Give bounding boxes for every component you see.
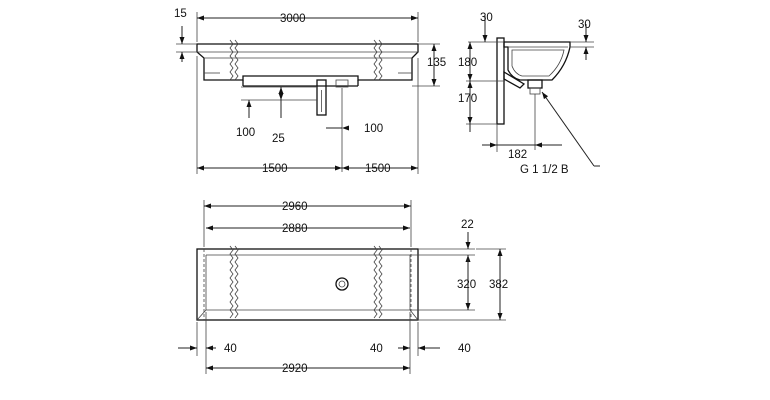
dim-outlet-offset: 100 — [364, 123, 383, 135]
dim-top-rim-left: 30 — [480, 12, 493, 24]
dim-bottom-width: 2920 — [282, 363, 308, 375]
side-trough — [503, 41, 571, 81]
break-line — [373, 245, 378, 319]
dim-top-rim-right: 30 — [578, 19, 591, 31]
dim-outlet-thread: G 1 1/2 B — [520, 164, 569, 176]
dim-rim-height: 15 — [174, 8, 187, 20]
plan-view: 2960 2880 22 320 382 40 4 — [178, 200, 508, 375]
plan-inner-rim — [196, 254, 419, 321]
dim-far-right: 40 — [458, 343, 471, 355]
break-line — [229, 39, 234, 81]
side-view: 30 30 180 170 182 G 1 1/2 B — [458, 12, 600, 176]
dim-outer-width: 2960 — [282, 201, 308, 213]
break-line — [378, 39, 383, 81]
dim-bracket-width: 25 — [272, 133, 285, 145]
side-outlet — [527, 79, 543, 89]
side-bracket — [503, 70, 526, 89]
front-trough-outline — [196, 43, 419, 81]
break-line — [378, 245, 383, 319]
dim-depth: 135 — [427, 57, 446, 69]
plan-trough-outline — [196, 248, 419, 321]
outlet — [335, 79, 349, 88]
dim-half-left: 1500 — [262, 163, 288, 175]
front-view: 3000 15 135 100 25 100 1500 1500 — [174, 8, 446, 175]
dim-left-end: 40 — [224, 343, 237, 355]
wall-bracket — [316, 79, 327, 116]
dim-half-right: 1500 — [365, 163, 391, 175]
dim-overall-width: 3000 — [280, 13, 306, 25]
dim-right-end: 40 — [370, 343, 383, 355]
dim-inner-depth: 320 — [457, 279, 476, 291]
dim-outlet-distance: 182 — [508, 149, 527, 161]
dim-outer-depth: 382 — [489, 279, 508, 291]
dim-lower-height: 170 — [458, 93, 477, 105]
dim-rim: 22 — [461, 219, 474, 231]
drain — [335, 277, 349, 291]
break-line — [234, 39, 239, 81]
break-line — [229, 245, 234, 319]
dim-bracket-offset: 100 — [236, 127, 255, 139]
break-line — [234, 245, 239, 319]
dim-upper-height: 180 — [458, 57, 477, 69]
dim-inner-width: 2880 — [282, 223, 308, 235]
break-line — [373, 39, 378, 81]
